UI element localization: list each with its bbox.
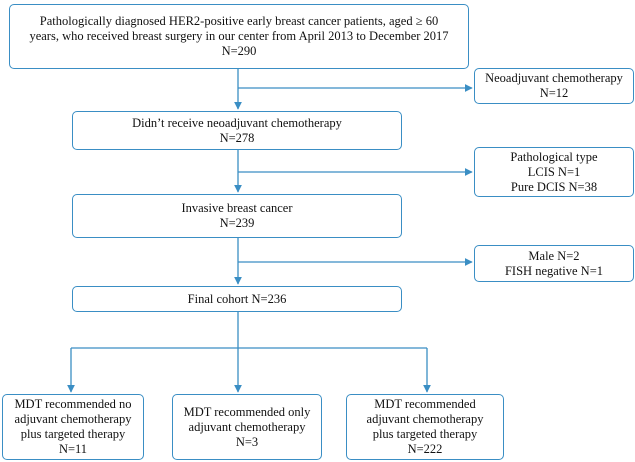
box-group-b-line-2: adjuvant chemotherapy — [188, 419, 306, 434]
box-group-c-line-1: MDT recommended — [374, 397, 476, 411]
box-invasive-line-2: N=239 — [219, 216, 255, 230]
box-final-cohort-line-1: Final cohort N=236 — [187, 291, 287, 306]
box-excluded-other: Male N=2 FISH negative N=1 — [474, 245, 634, 282]
box-no-neoadjuvant-line-1: Didn’t receive neoadjuvant chemotherapy — [132, 115, 342, 130]
box-excluded-pathology-line-3: Pure DCIS N=38 — [510, 179, 598, 194]
box-group-c-line-4: N=222 — [407, 442, 443, 456]
box-start-line-1: Pathologically diagnosed HER2-positive e… — [39, 14, 439, 28]
box-group-a-line-4: N=11 — [58, 442, 88, 456]
box-group-b-line-1: MDT recommended only — [183, 404, 311, 419]
box-invasive: Invasive breast cancer N=239 — [72, 194, 402, 238]
box-excluded-neoadjuvant: Neoadjuvant chemotherapy N=12 — [474, 68, 634, 104]
box-group-c-line-2: adjuvant chemotherapy — [366, 412, 484, 426]
box-excluded-other-line-2: FISH negative N=1 — [504, 263, 603, 278]
box-excluded-neoadjuvant-line-2: N=12 — [539, 86, 569, 100]
box-group-b: MDT recommended only adjuvant chemothera… — [172, 394, 322, 460]
box-no-neoadjuvant: Didn’t receive neoadjuvant chemotherapy … — [72, 111, 402, 150]
box-excluded-other-line-1: Male N=2 — [528, 248, 580, 263]
box-final-cohort: Final cohort N=236 — [72, 286, 402, 312]
box-start-line-2: years, who received breast surgery in ou… — [29, 29, 449, 43]
box-excluded-pathology: Pathological type LCIS N=1 Pure DCIS N=3… — [474, 147, 634, 197]
box-group-c: MDT recommended adjuvant chemotherapy pl… — [346, 394, 504, 460]
box-group-a-line-3: plus targeted therapy — [20, 427, 126, 441]
box-excluded-pathology-line-1: Pathological type — [510, 149, 598, 164]
box-no-neoadjuvant-line-2: N=278 — [219, 130, 255, 145]
box-group-a-line-2: adjuvant chemotherapy — [14, 412, 132, 426]
box-group-a: MDT recommended no adjuvant chemotherapy… — [2, 394, 144, 460]
box-start-line-3: N=290 — [221, 44, 257, 58]
box-group-b-line-3: N=3 — [235, 434, 259, 449]
box-start: Pathologically diagnosed HER2-positive e… — [9, 4, 469, 69]
box-invasive-line-1: Invasive breast cancer — [181, 201, 293, 215]
box-group-a-line-1: MDT recommended no — [14, 397, 132, 411]
box-excluded-pathology-line-2: LCIS N=1 — [527, 164, 581, 179]
box-group-c-line-3: plus targeted therapy — [372, 427, 478, 441]
box-excluded-neoadjuvant-line-1: Neoadjuvant chemotherapy — [485, 71, 623, 85]
